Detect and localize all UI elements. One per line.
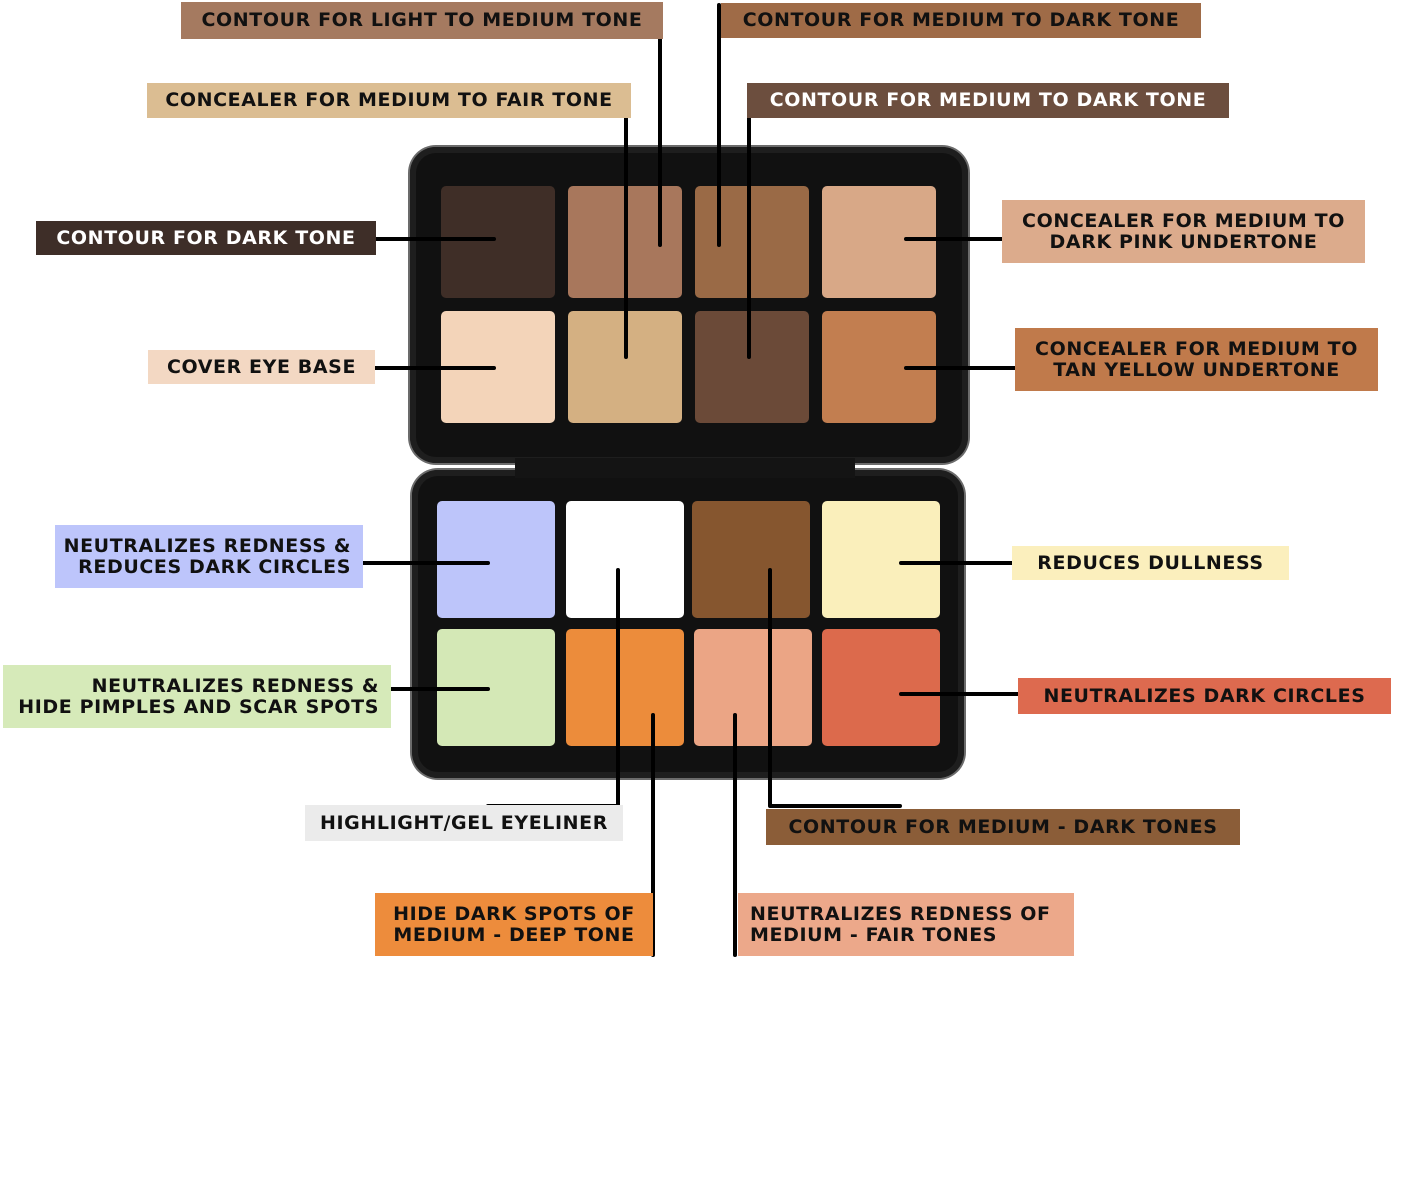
label-line: MEDIUM - DEEP TONE	[393, 923, 635, 946]
label-line: CONCEALER FOR MEDIUM TO	[1035, 337, 1358, 360]
pan-bottom-row-1-1	[437, 501, 555, 618]
label-line: REDUCES DULLNESS	[1037, 551, 1264, 574]
label-reduces-dullness: REDUCES DULLNESS	[1012, 546, 1289, 580]
label-line: CONTOUR FOR LIGHT TO MEDIUM TONE	[201, 9, 643, 31]
pan-bottom-row-2-4	[822, 629, 940, 746]
pan-bottom-row-2-3	[694, 629, 812, 746]
pan-top-row-2-3	[695, 311, 809, 423]
pan-top-row-1-3	[695, 186, 809, 298]
palette-hinge	[515, 458, 855, 478]
label-line: NEUTRALIZES DARK CIRCLES	[1043, 684, 1366, 707]
label-contour-medium-dark-1: CONTOUR FOR MEDIUM TO DARK TONE	[721, 3, 1201, 38]
label-neutralize-redness-circles: NEUTRALIZES REDNESS &REDUCES DARK CIRCLE…	[55, 525, 363, 588]
pan-bottom-row-1-4	[822, 501, 940, 618]
label-line: CONTOUR FOR MEDIUM TO DARK TONE	[742, 9, 1180, 31]
label-line: CONTOUR FOR MEDIUM TO DARK TONE	[769, 89, 1207, 111]
label-line: CONCEALER FOR MEDIUM TO FAIR TONE	[165, 89, 613, 111]
label-line: NEUTRALIZES REDNESS &	[91, 674, 379, 697]
label-neutralize-dark-circles: NEUTRALIZES DARK CIRCLES	[1018, 678, 1391, 714]
pan-top-row-1-4	[822, 186, 936, 298]
label-line: CONCEALER FOR MEDIUM TO	[1022, 209, 1345, 232]
pan-top-row-2-1	[441, 311, 555, 423]
label-line: DARK PINK UNDERTONE	[1049, 230, 1318, 253]
label-line: CONTOUR FOR DARK TONE	[56, 226, 356, 249]
label-line: COVER EYE BASE	[166, 355, 357, 378]
pan-bottom-row-2-2	[566, 629, 684, 746]
label-line: NEUTRALIZES REDNESS OF	[750, 902, 1051, 925]
label-contour-dark: CONTOUR FOR DARK TONE	[36, 221, 376, 255]
label-line: CONTOUR FOR MEDIUM - DARK TONES	[788, 815, 1218, 838]
pan-top-row-2-2	[568, 311, 682, 423]
label-line: HIGHLIGHT/GEL EYELINER	[320, 811, 608, 834]
label-cover-eye-base: COVER EYE BASE	[148, 350, 375, 384]
pan-bottom-row-2-1	[437, 629, 555, 746]
label-contour-medium-dark-2: CONTOUR FOR MEDIUM TO DARK TONE	[747, 83, 1229, 118]
pan-top-row-1-1	[441, 186, 555, 298]
label-neutralize-redness-pimples: NEUTRALIZES REDNESS &HIDE PIMPLES AND SC…	[3, 665, 391, 728]
label-line: HIDE DARK SPOTS OF	[393, 902, 635, 925]
label-line: NEUTRALIZES REDNESS &	[63, 534, 351, 557]
label-line: MEDIUM - FAIR TONES	[750, 923, 998, 946]
label-line: TAN YELLOW UNDERTONE	[1053, 358, 1340, 381]
pan-bottom-row-1-3	[692, 501, 810, 618]
label-concealer-medium-fair: CONCEALER FOR MEDIUM TO FAIR TONE	[147, 83, 631, 118]
label-contour-light-medium: CONTOUR FOR LIGHT TO MEDIUM TONE	[181, 2, 663, 39]
label-highlight-eyeliner: HIGHLIGHT/GEL EYELINER	[305, 805, 623, 841]
label-line: HIDE PIMPLES AND SCAR SPOTS	[18, 695, 379, 718]
label-contour-medium-dark-tones: CONTOUR FOR MEDIUM - DARK TONES	[766, 809, 1240, 845]
pan-top-row-2-4	[822, 311, 936, 423]
pan-bottom-row-1-2	[566, 501, 684, 618]
label-line: REDUCES DARK CIRCLES	[78, 555, 351, 578]
pan-top-row-1-2	[568, 186, 682, 298]
